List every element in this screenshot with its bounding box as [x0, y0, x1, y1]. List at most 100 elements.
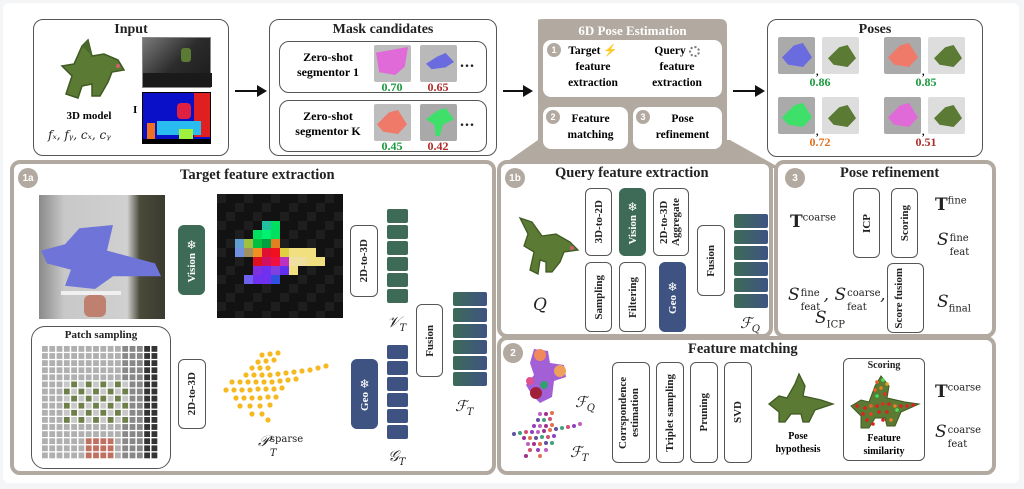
sparse-point	[255, 386, 261, 392]
feature-heatmap	[217, 194, 343, 318]
heatmap-cell	[325, 266, 334, 275]
patch-cell	[71, 438, 77, 445]
feature-vector-cell	[734, 214, 768, 228]
heatmap-cell	[217, 275, 226, 284]
sparse-point	[223, 387, 229, 393]
patch-cell	[93, 388, 99, 395]
heatmap-cell	[271, 284, 280, 293]
heatmap-cell	[298, 194, 307, 203]
patch-cell	[78, 353, 85, 359]
heatmap-cell	[217, 293, 226, 302]
patch-cell	[71, 424, 77, 430]
ellipsis: ...	[460, 54, 475, 71]
patch-cell	[115, 409, 121, 416]
patch-cell	[151, 346, 158, 352]
patch-cell	[122, 360, 129, 366]
heatmap-cell	[253, 311, 262, 318]
heatmap-cell	[253, 194, 262, 203]
sparse-point	[267, 351, 273, 357]
patch-cell	[115, 367, 121, 374]
heatmap-cell	[316, 194, 325, 203]
heatmap-cell	[271, 266, 280, 275]
heatmap-cell	[244, 275, 253, 284]
feature-vector-cell	[387, 345, 408, 359]
step2-label: Feature matching	[567, 113, 614, 141]
heatmap-cell	[307, 203, 316, 212]
mask-thumbnail	[778, 37, 815, 74]
heatmap-cell	[307, 248, 316, 257]
target-extraction-label: Target ⚡ feature extraction	[568, 45, 618, 89]
heatmap-cell	[262, 194, 271, 203]
heatmap-cell	[235, 194, 244, 203]
patch-cell	[122, 402, 129, 409]
mask-thumbnail	[374, 104, 411, 141]
patch-cell	[56, 346, 63, 352]
patch-cell	[85, 438, 92, 445]
patch-cell	[42, 381, 48, 388]
patch-cell	[129, 452, 136, 459]
heatmap-cell	[253, 239, 262, 248]
heatmap-cell	[235, 266, 244, 275]
step3-badge: 3	[636, 110, 650, 124]
heatmap-cell	[226, 293, 235, 302]
heatmap-cell	[217, 221, 226, 230]
patch-cell	[144, 431, 150, 437]
patch-cell	[49, 452, 56, 459]
sparse-point	[291, 369, 297, 375]
fusion-block-1b: Fusion	[697, 225, 725, 296]
patch-cell	[136, 346, 143, 352]
heatmap-cell	[298, 248, 307, 257]
patch-cell	[42, 424, 48, 430]
heatmap-cell	[235, 221, 244, 230]
similarity-point	[885, 382, 889, 386]
heatmap-cell	[307, 284, 316, 293]
patch-cell	[56, 409, 63, 416]
patch-cell	[100, 445, 107, 452]
heatmap-cell	[226, 194, 235, 203]
sparse-point	[265, 417, 271, 423]
heatmap-cell	[226, 203, 235, 212]
similarity-point	[879, 386, 883, 390]
feature-vector-cell	[734, 262, 768, 276]
sparse-point	[239, 387, 245, 393]
rgb-image	[142, 37, 212, 88]
feature-point	[550, 423, 554, 427]
scoring-block: Scoring	[891, 188, 918, 258]
heatmap-cell	[280, 203, 289, 212]
sparse-point	[265, 394, 271, 400]
heatmap-cell	[226, 230, 235, 239]
feature-point	[532, 442, 536, 446]
patch-cell	[136, 374, 143, 381]
section-1b-title: Query feature extraction	[555, 165, 709, 181]
query-dragon-image	[518, 216, 580, 275]
feature-point	[544, 412, 548, 416]
heatmap-cell	[334, 230, 343, 239]
feature-point	[528, 436, 532, 440]
arrow-pose-to-poses	[733, 85, 765, 97]
patch-cell	[122, 431, 129, 437]
patch-cell	[78, 431, 85, 437]
patch-cell	[49, 360, 56, 366]
patch-cell	[93, 452, 99, 459]
heatmap-cell	[316, 311, 325, 318]
heatmap-cell	[280, 257, 289, 266]
mask-score: 0.42	[427, 139, 449, 153]
sparse-point	[249, 365, 255, 371]
heatmap-cell	[217, 194, 226, 203]
heatmap-cell	[298, 266, 307, 275]
pose-hypothesis-label: Pose hypothesis	[775, 431, 821, 455]
heatmap-cell	[217, 203, 226, 212]
patch-cell	[78, 445, 85, 452]
feature-point	[538, 454, 542, 458]
patch-cell	[78, 395, 85, 402]
patch-cell	[151, 381, 158, 388]
patch-cell	[63, 452, 70, 459]
heatmap-cell	[325, 212, 334, 221]
heatmap-cell	[280, 248, 289, 257]
patch-cell	[151, 409, 158, 416]
patch-cell	[107, 402, 114, 409]
heatmap-cell	[253, 203, 262, 212]
sparse-point	[265, 365, 271, 371]
patch-cell	[151, 452, 158, 459]
patch-cell	[78, 346, 85, 352]
